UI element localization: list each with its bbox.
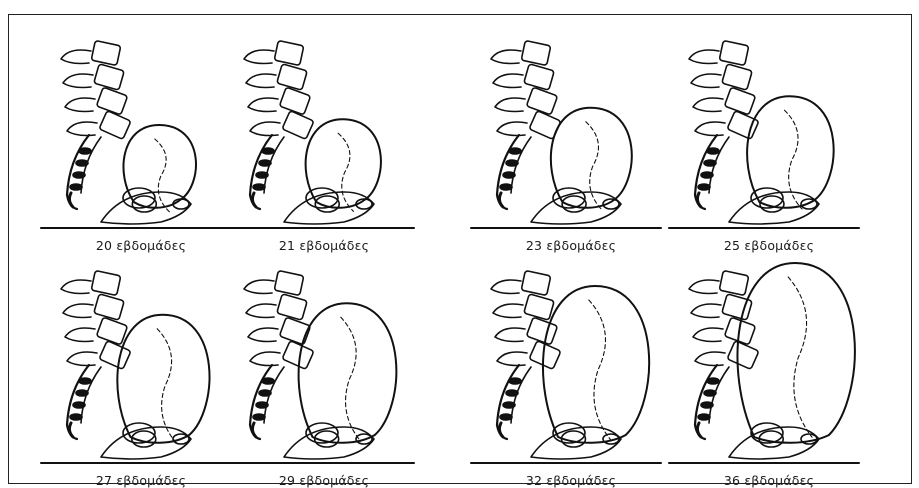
gestational-age-label: 27 εβδομάδες <box>41 473 241 488</box>
gestational-age-label: 25 εβδομάδες <box>669 238 869 253</box>
pelvis-sagittal-drawing <box>214 255 419 470</box>
pelvis-sagittal-drawing <box>659 25 864 240</box>
lumbar-spine <box>244 41 314 140</box>
sacrum <box>250 365 284 439</box>
gestational-age-label: 36 εβδομάδες <box>669 473 869 488</box>
gestational-age-label: 21 εβδομάδες <box>224 238 424 253</box>
pelvis-sagittal-drawing <box>461 25 666 240</box>
sacrum <box>695 135 729 209</box>
uterus-panel: 36 εβδομάδες <box>659 255 864 483</box>
lumbar-spine <box>689 271 759 370</box>
internal-contour <box>338 133 353 211</box>
sacrum <box>250 135 284 209</box>
sacrum <box>67 365 101 439</box>
gestational-age-label: 29 εβδομάδες <box>224 473 424 488</box>
uterus-panel: 32 εβδομάδες <box>461 255 666 483</box>
pelvis-sagittal-drawing <box>461 255 666 470</box>
internal-contour <box>155 139 170 212</box>
uterus-panel: 25 εβδομάδες <box>659 25 864 253</box>
internal-contour <box>341 317 361 441</box>
internal-contour <box>586 122 602 210</box>
internal-contour <box>788 277 812 437</box>
uterus-panel: 27 εβδομάδες <box>31 255 236 483</box>
uterus-outline <box>543 286 649 443</box>
gestational-age-label: 32 εβδομάδες <box>471 473 671 488</box>
internal-contour <box>589 300 611 440</box>
uterus-outline <box>747 96 834 208</box>
uterus-outline <box>737 263 854 443</box>
uterus-panel: 21 εβδομάδες <box>214 25 419 253</box>
gestational-age-label: 20 εβδομάδες <box>41 238 241 253</box>
uterus-panel: 23 εβδομάδες <box>461 25 666 253</box>
uterus-panel: 29 εβδομάδες <box>214 255 419 483</box>
sacrum <box>67 135 101 209</box>
pelvis-sagittal-drawing <box>214 25 419 240</box>
gestational-age-label: 23 εβδομάδες <box>471 238 671 253</box>
uterus-outline <box>299 303 397 443</box>
lumbar-spine <box>61 41 131 140</box>
pelvis-sagittal-drawing <box>31 25 236 240</box>
lumbar-spine <box>689 41 759 140</box>
internal-contour <box>784 110 802 209</box>
pelvis-sagittal-drawing <box>659 255 864 470</box>
lumbar-spine <box>244 271 314 370</box>
sacrum <box>497 135 531 209</box>
uterus-panel: 20 εβδομάδες <box>31 25 236 253</box>
lumbar-spine <box>491 41 561 140</box>
sacrum <box>695 365 729 439</box>
internal-contour <box>157 329 176 443</box>
sacrum <box>497 365 531 439</box>
pelvis-sagittal-drawing <box>31 255 236 470</box>
